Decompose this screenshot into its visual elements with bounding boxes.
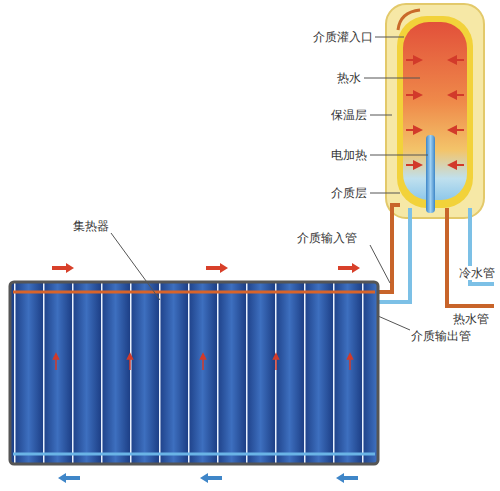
input-pipe-label: 介质输入管 (296, 231, 358, 245)
insulation-label: 保温层 (330, 108, 368, 122)
medium-input-pipe (378, 205, 400, 292)
collector-label: 集热器 (72, 219, 110, 233)
hot-water-pipe (447, 208, 494, 306)
insulation-shell (386, 4, 484, 218)
output-pipe-label: 介质输出管 (410, 329, 472, 343)
hot-water-label: 热水 (336, 71, 362, 85)
collector-panel (10, 282, 378, 464)
cold-pipe-label: 冷水管 (458, 266, 496, 280)
electric-heater (426, 135, 435, 213)
inlet-label: 介质灌入口 (312, 30, 374, 44)
medium-layer-label: 介质层 (330, 186, 368, 200)
heater-label: 电加热 (330, 148, 368, 162)
medium-output-pipe (378, 208, 410, 302)
hot-pipe-label: 热水管 (452, 312, 490, 326)
